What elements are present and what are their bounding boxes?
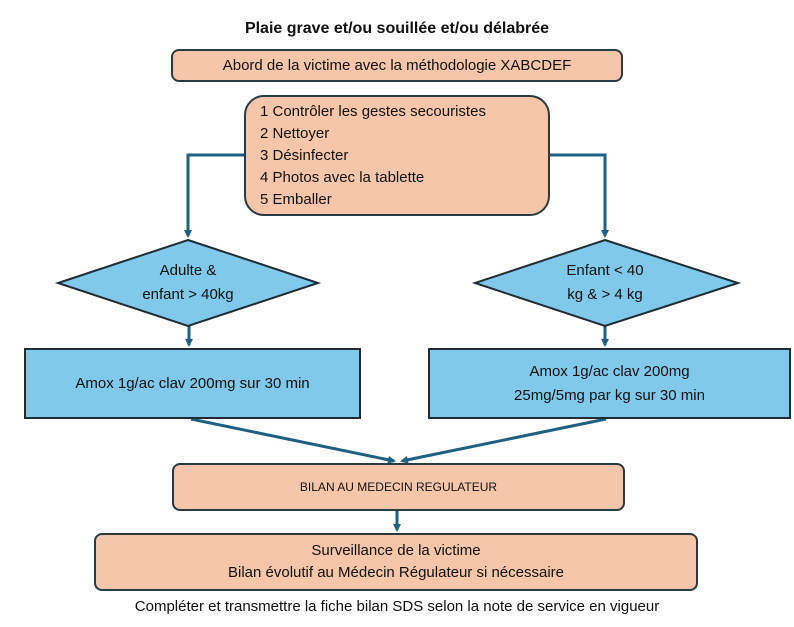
monitoring-line: Surveillance de la victime: [311, 542, 481, 559]
connector-left-merge: [190, 417, 396, 464]
monitoring-box: Surveillance de la victime Bilan évoluti…: [94, 533, 698, 591]
decision-right-line: Enfant < 40: [566, 262, 644, 279]
decision-left-line: Adulte &: [159, 262, 217, 279]
connector-left: [184, 153, 244, 238]
decision-left-line: enfant > 40kg: [142, 286, 234, 303]
report-text: BILAN AU MEDECIN REGULATEUR: [299, 480, 498, 494]
treatment-right-line: Amox 1g/ac clav 200mg: [529, 362, 690, 380]
page-title: Plaie grave et/ou souillée et/ou délabré…: [244, 20, 550, 37]
treatment-right-box: Amox 1g/ac clav 200mg 25mg/5mg par kg su…: [428, 348, 791, 419]
step-item: 3 Désinfecter: [260, 146, 349, 164]
step-item: 5 Emballer: [260, 190, 332, 208]
report-box: BILAN AU MEDECIN REGULATEUR: [172, 463, 625, 511]
treatment-left-box: Amox 1g/ac clav 200mg sur 30 min: [24, 348, 361, 419]
decision-left: Adulte & enfant > 40kg: [98, 255, 278, 311]
treatment-right-line: 25mg/5mg par kg sur 30 min: [514, 386, 705, 404]
decision-diamond-left: [54, 238, 322, 328]
treatment-left-line: Amox 1g/ac clav 200mg sur 30 min: [75, 374, 310, 392]
decision-right: Enfant < 40 kg & > 4 kg: [515, 255, 695, 311]
step-item: 2 Nettoyer: [260, 124, 330, 142]
connector-right: [550, 153, 609, 238]
monitoring-line: Bilan évolutif au Médecin Régulateur si …: [227, 564, 565, 581]
step-item: 1 Contrôler les gestes secouristes: [260, 102, 486, 120]
step-item: 4 Photos avec la tablette: [260, 168, 425, 186]
approach-text: Abord de la victime avec la méthodologie…: [222, 56, 572, 74]
connector-right-merge: [400, 417, 607, 464]
decision-right-line: kg & > 4 kg: [567, 286, 643, 303]
steps-box: 1 Contrôler les gestes secouristes 2 Net…: [244, 95, 550, 216]
decision-diamond-right: [471, 238, 742, 328]
approach-box: Abord de la victime avec la méthodologie…: [171, 49, 623, 82]
footer-note: Compléter et transmettre la fiche bilan …: [134, 598, 660, 615]
